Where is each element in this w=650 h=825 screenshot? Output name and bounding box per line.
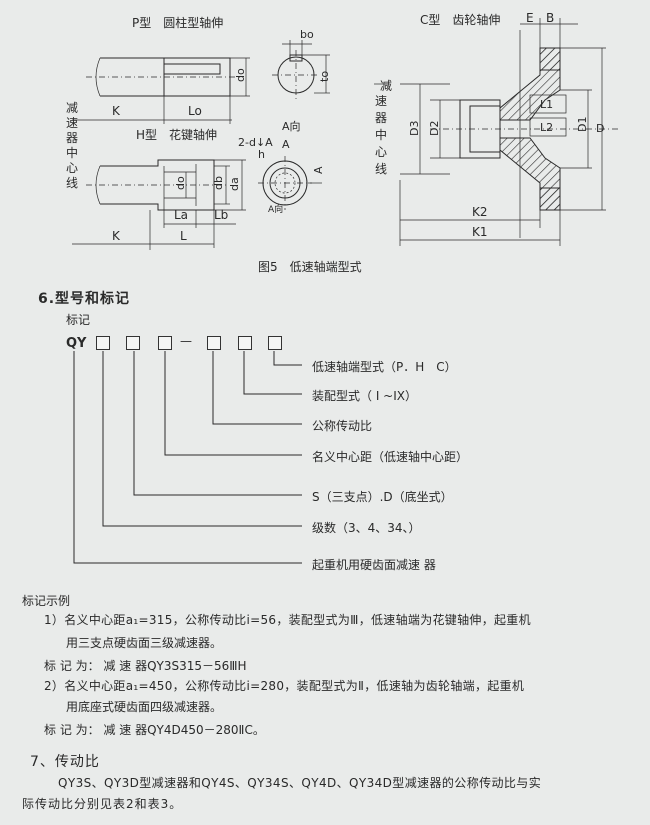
svg-text:中: 中	[66, 145, 78, 160]
svg-text:速: 速	[66, 116, 78, 130]
section-7-heading: 7、传动比	[30, 754, 100, 770]
svg-text:K: K	[112, 104, 121, 118]
svg-text:A向: A向	[282, 119, 301, 133]
code-box-support	[126, 336, 140, 350]
p-type-shaft: do K Lo	[72, 57, 250, 124]
legend-assembly: 装配型式（ I ~IX）	[312, 389, 417, 403]
svg-text:L: L	[180, 229, 187, 243]
svg-text:器: 器	[66, 131, 78, 145]
svg-text:2-d↓A: 2-d↓A	[238, 136, 273, 149]
svg-text:线: 线	[66, 176, 78, 190]
svg-text:A: A	[312, 166, 325, 174]
example-1-line-1: 1）名义中心距a₁=315，公称传动比i=56，装配型式为Ⅲ，低速轴端为花键轴伸…	[44, 613, 531, 627]
svg-text:A向: A向	[268, 203, 283, 215]
svg-text:D1: D1	[576, 117, 589, 132]
section-6-subheading: 标记	[66, 313, 91, 327]
example-1-mark: 标 记 为： 减 速 器QY3S315－56ⅢH	[44, 659, 247, 673]
svg-text:to: to	[318, 71, 331, 82]
svg-text:K1: K1	[472, 225, 488, 239]
svg-text:L1: L1	[540, 98, 553, 111]
code-box-ratio	[207, 336, 221, 350]
h-type-cross-section: A向 2-d↓A h A A向 A	[238, 119, 325, 215]
h-type-shaft: do db da La Lb K L	[72, 159, 246, 250]
svg-text:器: 器	[375, 111, 387, 125]
section-7-paragraph-line-2: 际传动比分别见表2和表3。	[22, 797, 183, 811]
c-type-title: C型 齿轮轴伸	[420, 12, 500, 27]
svg-text:减: 减	[66, 101, 78, 115]
section-6-heading: 6.型号和标记	[38, 291, 131, 307]
svg-text:D: D	[596, 122, 604, 135]
p-type-title: P型 圆柱型轴伸	[132, 15, 223, 30]
svg-text:do: do	[234, 68, 247, 82]
legend-shaft-end: 低速轴端型式（P．H C）	[312, 360, 457, 374]
example-2-line-2: 用底座式硬齿面四级减速器。	[66, 700, 223, 714]
legend-center-distance: 名义中心距（低速轴中心距）	[312, 450, 469, 464]
svg-text:E: E	[526, 11, 534, 25]
svg-text:Lo: Lo	[188, 104, 202, 118]
svg-text:do: do	[174, 176, 187, 190]
svg-text:D3: D3	[408, 121, 421, 136]
svg-text:K: K	[112, 229, 121, 243]
c-type-gear-shaft: E B D3 D2 L1 L2 D1 D	[399, 11, 620, 246]
svg-text:心: 心	[66, 161, 78, 175]
code-box-assembly	[238, 336, 252, 350]
svg-text:db: db	[212, 176, 225, 190]
code-box-series	[96, 336, 110, 350]
svg-text:B: B	[546, 11, 554, 25]
svg-text:bo: bo	[300, 28, 314, 41]
svg-text:线: 线	[375, 162, 387, 176]
svg-text:Lb: Lb	[214, 208, 228, 222]
reducer-center-line-label-right-stack: 速 器 中 心 线	[375, 94, 387, 176]
example-1-line-2: 用三支点硬齿面三级减速器。	[66, 636, 223, 650]
legend-stage: 级数（3、4、34、）	[312, 521, 421, 535]
code-box-center-distance	[158, 336, 172, 350]
legend-support: S（三支点）.D（底坐式）	[312, 490, 453, 504]
code-box-shaft-end	[268, 336, 282, 350]
svg-text:速: 速	[375, 94, 387, 108]
svg-text:A: A	[282, 138, 290, 151]
svg-text:心: 心	[375, 145, 387, 159]
example-2-mark: 标 记 为： 减 速 器QY4D450－280ⅡC。	[44, 723, 265, 737]
figure-5-drawing: P型 圆柱型轴伸 H型 花键轴伸 C型 齿轮轴伸 减 速 器 中 心 线 do	[66, 11, 620, 274]
svg-text:D2: D2	[428, 121, 441, 136]
svg-text:h: h	[258, 148, 265, 161]
model-code-prefix: QY	[66, 336, 87, 351]
h-type-title: H型 花键轴伸	[136, 127, 217, 142]
figure-5-caption: 图5 低速轴端型式	[258, 259, 362, 274]
reducer-center-line-label-left: 减 速 器 中 心 线	[66, 101, 78, 190]
reducer-center-line-label-right: 减	[380, 79, 392, 93]
svg-text:da: da	[228, 177, 241, 191]
code-dash: —	[180, 334, 192, 348]
legend-ratio: 公称传动比	[312, 419, 373, 433]
legend-series: 起重机用硬齿面减速 器	[312, 558, 436, 572]
section-7-paragraph-line-1: QY3S、QY3D型减速器和QY4S、QY34S、QY4D、QY34D型减速器的…	[58, 776, 542, 790]
p-type-cross-section: bo to	[272, 28, 331, 100]
svg-text:中: 中	[375, 127, 387, 142]
example-2-line-1: 2）名义中心距a₁=450，公称传动比i=280，装配型式为Ⅱ，低速轴为齿轮轴端…	[44, 679, 525, 693]
svg-text:K2: K2	[472, 205, 488, 219]
svg-text:La: La	[174, 208, 188, 222]
examples-title: 标记示例	[22, 594, 71, 608]
svg-text:L2: L2	[540, 121, 553, 134]
